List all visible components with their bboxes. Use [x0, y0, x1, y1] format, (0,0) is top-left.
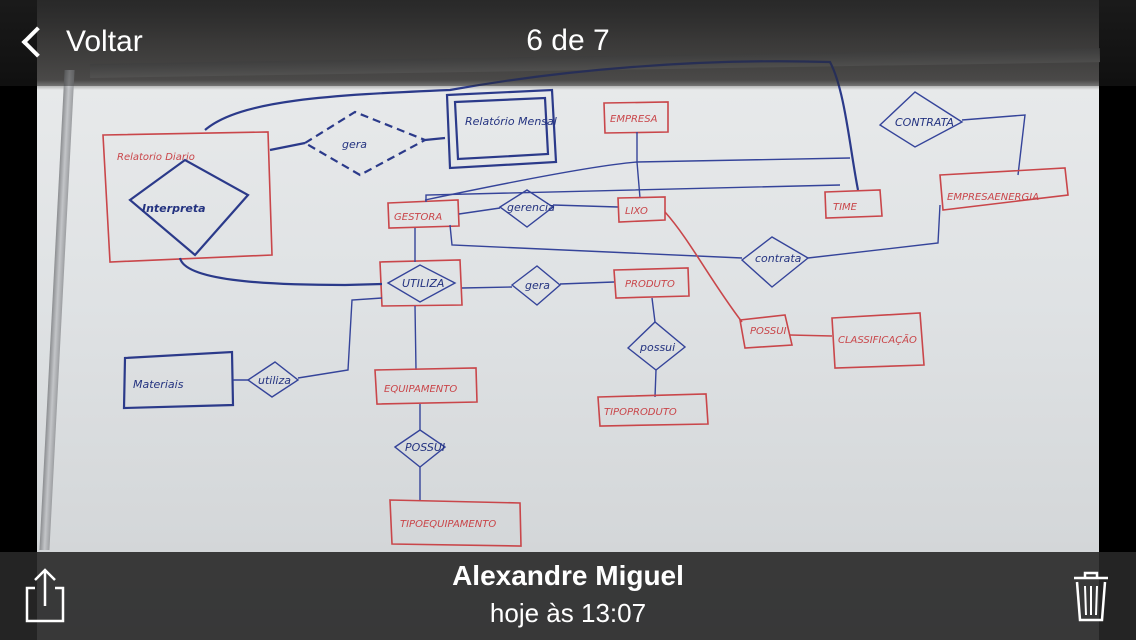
relationship-diamond — [128, 158, 250, 257]
connector-line — [178, 257, 383, 287]
relationship-diamond — [393, 429, 447, 468]
entity-box — [122, 350, 235, 410]
connector-line — [636, 132, 851, 163]
relationship-label: possui — [639, 341, 675, 354]
connector-line — [461, 281, 615, 289]
entity-box — [603, 101, 669, 134]
entity-label: TIME — [833, 202, 858, 213]
entity-label: EMPRESAENERGIA — [947, 192, 1039, 203]
connector-line — [414, 305, 417, 371]
connector-line — [425, 184, 841, 202]
entity-label: TIPOPRODUTO — [604, 407, 677, 418]
photo-timestamp: hoje às 13:07 — [489, 598, 647, 628]
relationship-diamond — [878, 91, 964, 148]
entity-box — [374, 367, 478, 405]
entity-box — [617, 196, 666, 223]
share-button[interactable] — [22, 566, 68, 626]
entity-box — [387, 199, 460, 229]
connector-line — [233, 297, 383, 381]
entity-label: GESTORA — [394, 212, 442, 223]
entity-box — [939, 167, 1069, 211]
relationship-diamond — [386, 264, 457, 303]
relationship-diamond — [246, 361, 300, 398]
entity-label: Relatório Mensal — [465, 115, 557, 128]
relationship-label: UTILIZA — [402, 277, 444, 290]
relationship-label: gerencia — [507, 201, 555, 214]
relationship-diamond — [626, 321, 687, 371]
entity-label: Materiais — [133, 378, 184, 391]
entity-label: PRODUTO — [625, 279, 675, 290]
entity-box — [445, 88, 558, 170]
connector-line — [664, 211, 743, 323]
relationship-label: utiliza — [258, 374, 291, 387]
back-button[interactable]: Voltar — [18, 20, 143, 64]
entity-box — [102, 131, 273, 263]
connector-line — [789, 334, 833, 337]
share-icon — [25, 568, 65, 623]
relationship-label: POSSUI — [405, 441, 445, 454]
entity-label: Relatorio Diario — [117, 152, 195, 163]
entity-label: LIXO — [625, 206, 648, 217]
top-bar — [0, 0, 1136, 86]
relationship-label: gera — [525, 279, 550, 292]
relationship-box — [739, 314, 793, 349]
connector-line — [651, 297, 657, 398]
connector-line — [449, 204, 941, 259]
relationship-label: gera — [342, 138, 367, 151]
entity-label: CLASSIFICAÇÃO — [838, 333, 917, 346]
connector-line — [269, 141, 306, 152]
connector-line — [424, 136, 446, 142]
relationship-label: CONTRATA — [895, 116, 954, 129]
trash-icon — [1074, 571, 1108, 622]
entity-label: EMPRESA — [610, 114, 658, 125]
entity-box — [824, 189, 883, 219]
entity-box — [831, 312, 925, 369]
photo-viewer — [37, 0, 1099, 640]
relationship-label: contrata — [755, 252, 802, 265]
relationship-diamond — [498, 189, 555, 228]
photo-counter: 6 de 7 — [526, 24, 610, 57]
entity-label: EQUIPAMENTO — [384, 384, 457, 395]
connector-line — [458, 204, 619, 215]
relationship-label: POSSUI — [750, 326, 787, 337]
entity-box — [379, 259, 463, 307]
entity-box-inner — [453, 96, 550, 161]
connector-line — [961, 114, 1026, 176]
back-label: Voltar — [66, 25, 143, 58]
entity-box — [613, 267, 690, 299]
author-name: Alexandre Miguel — [452, 560, 684, 591]
connector-line — [424, 161, 638, 201]
relationship-label: Interpreta — [142, 202, 206, 215]
entity-box — [597, 393, 709, 427]
connector-line — [636, 161, 641, 199]
delete-button[interactable] — [1070, 568, 1112, 624]
entity-label: TIPOEQUIPAMENTO — [400, 519, 496, 530]
entity-box — [389, 499, 522, 547]
bottom-bar — [0, 552, 1136, 640]
relationship-diamond — [510, 265, 562, 306]
